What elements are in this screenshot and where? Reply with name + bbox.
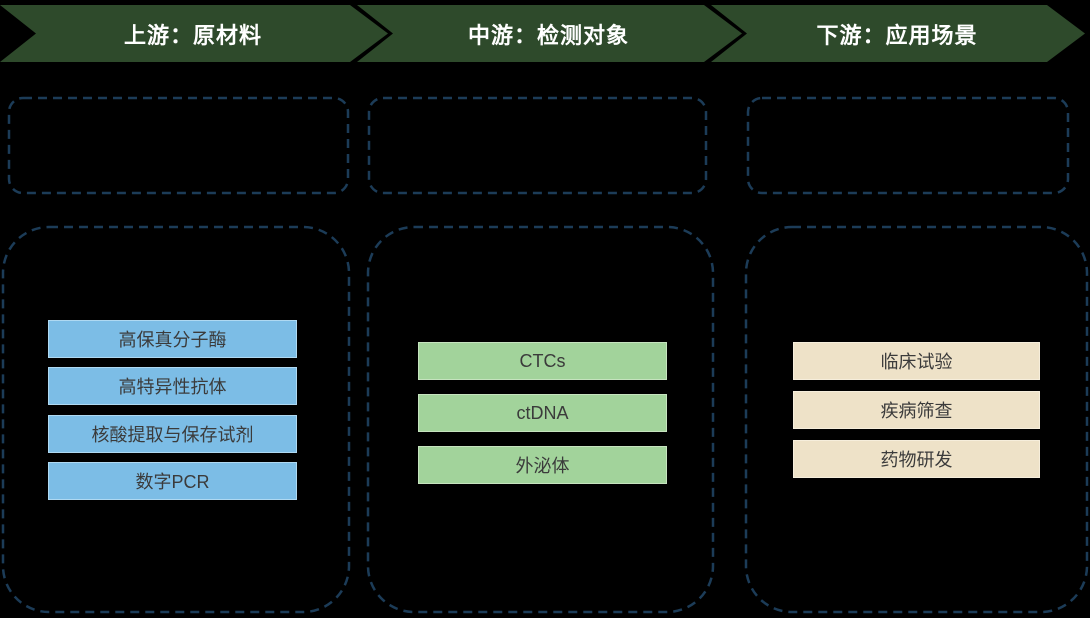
chevron-upstream-label: 上游：原材料	[123, 22, 262, 48]
midstream-item-ctcs: CTCs	[418, 342, 667, 380]
upstream-summary-box	[7, 96, 350, 195]
upstream-item-enzyme: 高保真分子酶	[48, 320, 297, 358]
midstream-summary-box	[367, 96, 708, 195]
upstream-item-extraction-reagent: 核酸提取与保存试剂	[48, 415, 297, 453]
downstream-item-clinical-trial: 临床试验	[793, 342, 1040, 380]
upstream-item-digital-pcr: 数字PCR	[48, 462, 297, 500]
midstream-item-ctdna: ctDNA	[418, 394, 667, 432]
midstream-detail-box	[366, 225, 715, 614]
chevron-downstream-label: 下游：应用场景	[816, 22, 978, 48]
upstream-detail-box	[1, 225, 351, 614]
downstream-summary-box	[746, 96, 1070, 195]
downstream-item-disease-screening: 疾病筛查	[793, 391, 1040, 429]
upstream-item-antibody: 高特异性抗体	[48, 367, 297, 405]
chevron-downstream-shape	[711, 5, 1085, 62]
midstream-item-exosome: 外泌体	[418, 446, 667, 484]
downstream-item-drug-development: 药物研发	[793, 440, 1040, 478]
chevron-midstream-label: 中游：检测对象	[467, 22, 629, 48]
chevron-midstream-shape	[357, 5, 742, 62]
chevron-upstream-shape	[0, 5, 388, 62]
downstream-detail-box	[744, 225, 1089, 614]
